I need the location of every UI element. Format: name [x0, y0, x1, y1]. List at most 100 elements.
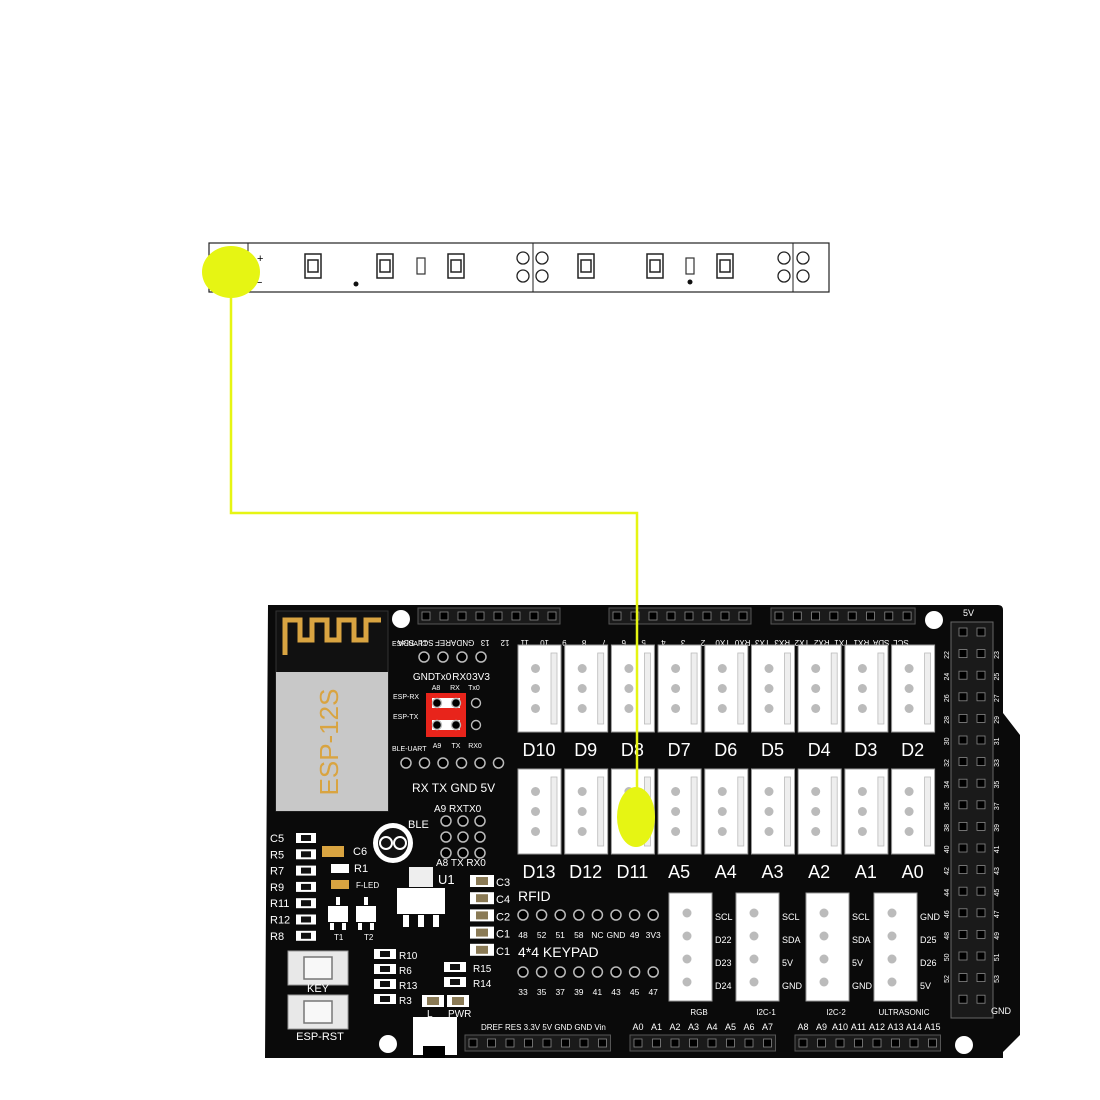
header-pin[interactable] [561, 1038, 570, 1048]
header-pin[interactable] [554, 909, 566, 921]
header-pin[interactable] [456, 651, 468, 663]
header-pin[interactable] [529, 611, 539, 621]
header-pin[interactable] [976, 714, 986, 723]
header-pin[interactable] [958, 649, 968, 658]
header-pin[interactable] [958, 865, 968, 874]
header-pin[interactable] [702, 611, 712, 621]
header-pin[interactable] [976, 670, 986, 680]
header-pin[interactable] [628, 909, 641, 921]
header-pin[interactable] [726, 1038, 735, 1048]
header-pin[interactable] [958, 930, 968, 939]
port-A3[interactable] [751, 768, 795, 855]
wire-endpoint-strip[interactable] [202, 246, 260, 298]
button-cap[interactable] [303, 1000, 333, 1024]
button-cap[interactable] [303, 956, 333, 980]
header-pin[interactable] [763, 1038, 772, 1048]
port-D10[interactable] [517, 644, 562, 733]
header-pin[interactable] [630, 611, 640, 621]
header-pin[interactable] [958, 822, 968, 831]
header-pin[interactable] [811, 611, 820, 621]
jumper-cap[interactable] [432, 720, 460, 730]
header-pin[interactable] [798, 1038, 808, 1048]
header-pin[interactable] [474, 815, 486, 827]
esp-rst-button[interactable] [287, 994, 349, 1030]
port-D2[interactable] [891, 644, 936, 733]
header-pin[interactable] [835, 1038, 845, 1048]
port-D13[interactable] [517, 768, 562, 855]
header-pin[interactable] [648, 611, 658, 621]
header-pin[interactable] [670, 1038, 680, 1048]
port-D6[interactable] [704, 644, 749, 733]
header-pin[interactable] [524, 1038, 533, 1048]
connector-rgb[interactable] [668, 892, 713, 1002]
connector-i2c-2[interactable] [805, 892, 850, 1002]
header-pin[interactable] [902, 611, 912, 621]
header-pin[interactable] [666, 611, 676, 621]
connector-ultrasonic[interactable] [873, 892, 918, 1002]
header-pin[interactable] [455, 757, 468, 769]
header-pin[interactable] [457, 831, 469, 843]
header-pin[interactable] [475, 611, 485, 621]
header-pin[interactable] [909, 1038, 919, 1048]
header-pin[interactable] [647, 966, 659, 978]
header-pin[interactable] [418, 757, 431, 769]
port-A2[interactable] [797, 768, 842, 855]
header-pin[interactable] [958, 800, 968, 810]
header-pin[interactable] [854, 1038, 863, 1048]
header-pin[interactable] [457, 815, 469, 827]
header-pin[interactable] [400, 757, 412, 769]
header-pin[interactable] [958, 735, 968, 745]
port-A1[interactable] [844, 768, 889, 855]
port-D9[interactable] [564, 644, 609, 733]
header-pin[interactable] [474, 757, 486, 769]
header-pin[interactable] [872, 1038, 882, 1048]
header-pin[interactable] [976, 757, 986, 766]
header-pin[interactable] [891, 1038, 900, 1048]
header-pin[interactable] [547, 611, 557, 621]
header-pin[interactable] [457, 847, 469, 859]
header-pin[interactable] [628, 966, 641, 978]
header-pin[interactable] [542, 1038, 552, 1048]
jumper-cap[interactable] [432, 698, 460, 708]
header-pin[interactable] [958, 843, 968, 853]
header-pin[interactable] [976, 951, 986, 961]
header-pin[interactable] [976, 778, 986, 788]
header-pin[interactable] [505, 1038, 515, 1048]
header-pin[interactable] [647, 909, 659, 921]
header-pin[interactable] [431, 719, 443, 731]
header-pin[interactable] [958, 886, 968, 896]
header-pin[interactable] [744, 1038, 754, 1048]
header-pin[interactable] [474, 847, 486, 859]
header-pin[interactable] [976, 908, 986, 918]
header-pin[interactable] [612, 611, 622, 621]
header-pin[interactable] [610, 966, 622, 978]
header-pin[interactable] [573, 966, 585, 978]
header-pin[interactable] [474, 831, 486, 843]
port-A5[interactable] [657, 768, 702, 855]
header-pin[interactable] [976, 627, 986, 637]
header-pin[interactable] [738, 611, 748, 621]
header-pin[interactable] [976, 822, 986, 831]
port-A0[interactable] [891, 768, 936, 855]
header-pin[interactable] [535, 966, 548, 978]
header-pin[interactable] [958, 714, 968, 723]
header-pin[interactable] [517, 966, 529, 978]
header-pin[interactable] [792, 611, 802, 621]
header-pin[interactable] [440, 847, 452, 859]
header-pin[interactable] [517, 909, 529, 921]
header-pin[interactable] [976, 843, 986, 853]
header-pin[interactable] [774, 611, 784, 621]
header-pin[interactable] [421, 611, 431, 621]
key-button[interactable] [287, 950, 349, 986]
header-pin[interactable] [976, 886, 986, 896]
header-pin[interactable] [470, 697, 482, 709]
header-pin[interactable] [866, 611, 875, 621]
header-pin[interactable] [958, 951, 968, 961]
header-pin[interactable] [493, 611, 503, 621]
header-pin[interactable] [440, 831, 452, 843]
port-D8[interactable] [610, 644, 655, 733]
header-pin[interactable] [633, 1038, 643, 1048]
header-pin[interactable] [439, 611, 449, 621]
header-pin[interactable] [652, 1038, 661, 1048]
header-pin[interactable] [437, 757, 449, 769]
